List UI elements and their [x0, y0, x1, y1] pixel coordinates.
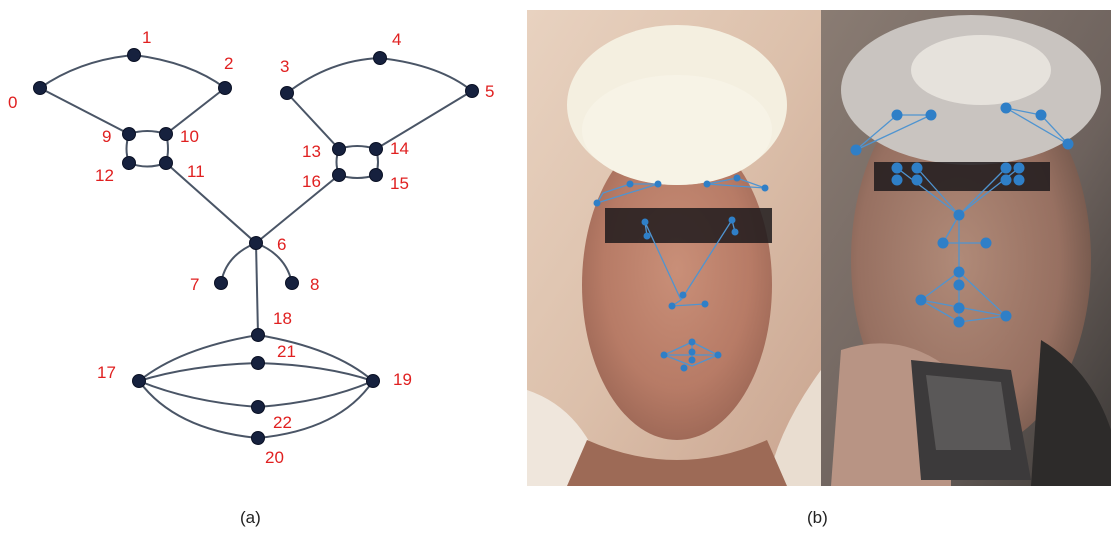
label-9: 9	[102, 127, 111, 146]
label-17: 17	[97, 363, 116, 382]
label-20: 20	[265, 448, 284, 467]
landmarks-right	[850, 102, 1074, 328]
node-10	[159, 127, 173, 141]
node-12	[122, 156, 136, 170]
face-photo-right	[821, 10, 1111, 486]
label-22: 22	[273, 413, 292, 432]
graph-labels: 0 1 2 3 4 5 6 7 8 9 10 11 12 13 14 15 16…	[8, 28, 494, 467]
node-4	[373, 51, 387, 65]
edge-17-22	[138, 380, 259, 408]
edge-17-20	[138, 380, 259, 439]
edge-21-19	[257, 362, 374, 382]
edge-0-9	[39, 87, 130, 135]
node-13	[332, 142, 346, 156]
label-12: 12	[95, 166, 114, 185]
node-20	[251, 431, 265, 445]
edge-16-6	[255, 174, 340, 244]
edge-5-14	[375, 90, 473, 150]
caption-b: (b)	[807, 508, 828, 527]
label-11: 11	[187, 162, 205, 181]
edge-0-1	[39, 54, 135, 89]
node-2	[218, 81, 232, 95]
node-18	[251, 328, 265, 342]
edge-6-18	[255, 242, 259, 336]
label-2: 2	[224, 54, 233, 73]
label-0: 0	[8, 93, 17, 112]
node-0	[33, 81, 47, 95]
node-8	[285, 276, 299, 290]
node-15	[369, 168, 383, 182]
node-16	[332, 168, 346, 182]
eye-censor-bar	[605, 208, 772, 243]
edge-2-10	[165, 87, 226, 135]
label-21: 21	[277, 342, 296, 361]
face-photo-left	[527, 10, 821, 486]
node-6	[249, 236, 263, 250]
node-22	[251, 400, 265, 414]
landmarks-left	[593, 174, 772, 372]
edge-17-18	[138, 334, 259, 382]
node-1	[127, 48, 141, 62]
label-5: 5	[485, 82, 494, 101]
label-13: 13	[302, 142, 321, 161]
edge-17-21	[138, 362, 259, 382]
graph-nodes	[33, 48, 479, 445]
label-4: 4	[392, 30, 401, 49]
edge-6-8	[255, 242, 293, 284]
label-18: 18	[273, 309, 292, 328]
label-3: 3	[280, 57, 289, 76]
label-7: 7	[190, 275, 199, 294]
node-11	[159, 156, 173, 170]
label-14: 14	[390, 139, 409, 158]
node-3	[280, 86, 294, 100]
node-17	[132, 374, 146, 388]
landmark-graph: 0 1 2 3 4 5 6 7 8 9 10 11 12 13 14 15 16…	[8, 28, 494, 467]
node-21	[251, 356, 265, 370]
edge-6-7	[220, 242, 257, 284]
label-8: 8	[310, 275, 319, 294]
edge-1-2	[133, 54, 226, 89]
label-15: 15	[390, 174, 409, 193]
label-10: 10	[180, 127, 199, 146]
node-7	[214, 276, 228, 290]
caption-a: (a)	[240, 508, 261, 527]
edge-4-5	[379, 57, 473, 92]
label-19: 19	[393, 370, 412, 389]
label-6: 6	[277, 235, 286, 254]
node-9	[122, 127, 136, 141]
edge-3-4	[286, 57, 381, 94]
edge-18-19	[257, 334, 374, 382]
label-16: 16	[302, 172, 321, 191]
edge-3-13	[286, 92, 340, 150]
node-5	[465, 84, 479, 98]
edge-22-19	[257, 380, 374, 408]
node-14	[369, 142, 383, 156]
label-1: 1	[142, 28, 151, 47]
edge-11-6	[165, 162, 257, 244]
edge-20-19	[257, 380, 374, 439]
node-19	[366, 374, 380, 388]
